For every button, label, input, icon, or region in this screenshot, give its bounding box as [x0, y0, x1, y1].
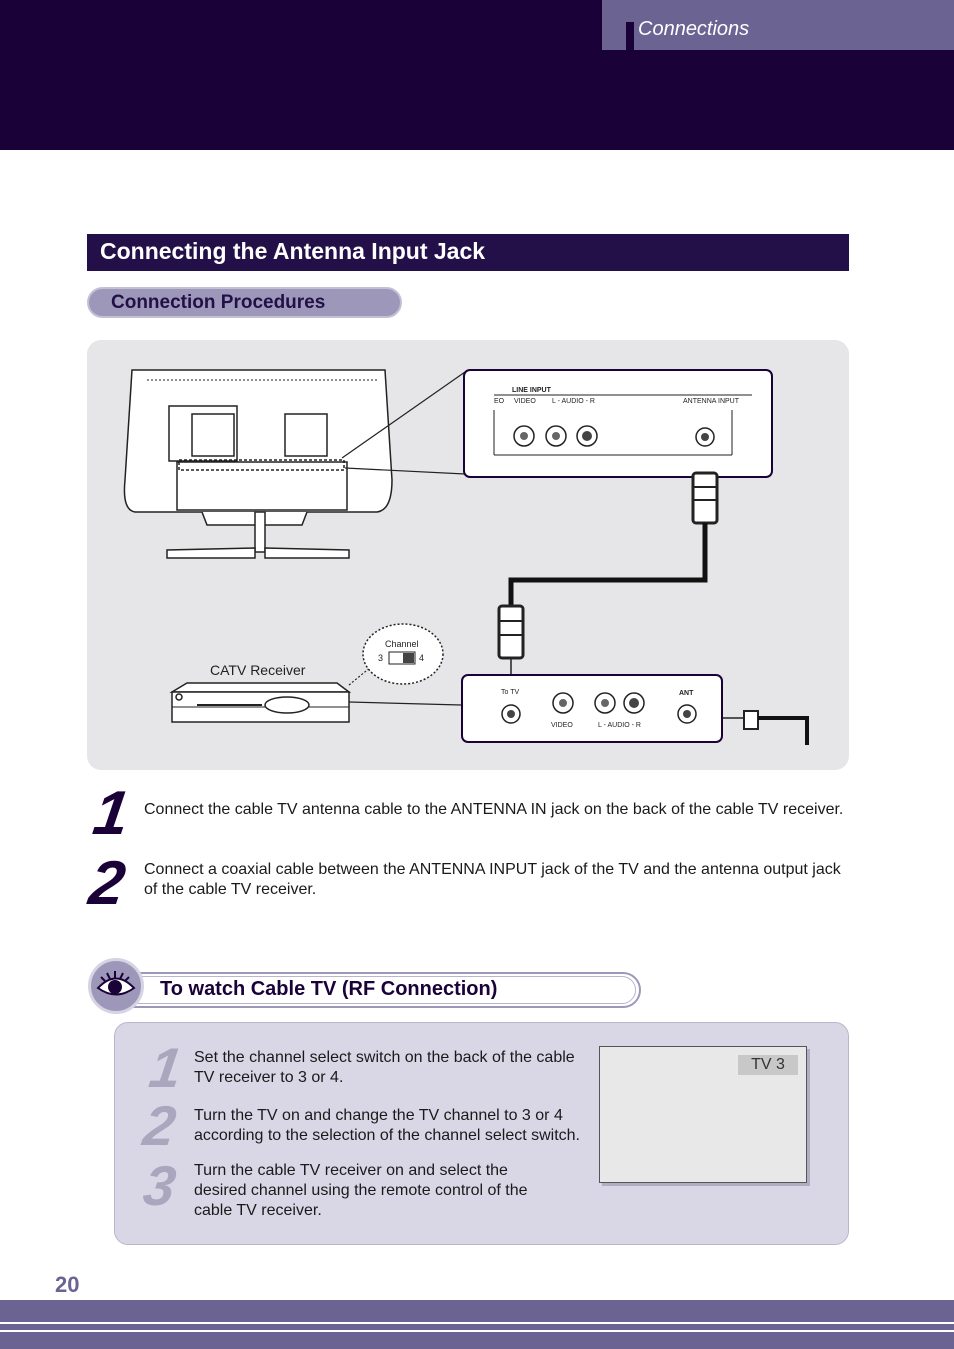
- tip-title-pill: [118, 972, 641, 1008]
- footer-band: [0, 1300, 954, 1349]
- page-title: Connecting the Antenna Input Jack: [100, 238, 486, 264]
- zoom-line-top: [341, 371, 466, 459]
- tv-jack-panel: [463, 369, 773, 478]
- step-2-text-line1: Connect a coaxial cable between the ANTE…: [144, 861, 841, 878]
- receiver-zoom-line: [348, 701, 462, 706]
- tv-video-partial-label: EO: [494, 398, 505, 405]
- section-label: Connections: [638, 18, 750, 40]
- tv-screen-illustration: TV 3: [599, 1046, 807, 1183]
- ant-label: ANT: [679, 690, 694, 697]
- tv-channel-badge: TV 3: [738, 1055, 798, 1075]
- subheading-pill: Connection Procedures: [87, 287, 402, 318]
- connection-diagram: LINE INPUT EO VIDEO L - AUDIO - R ANTENN…: [87, 340, 849, 770]
- tip-step-3-line3: cable TV receiver.: [194, 1202, 322, 1219]
- tip-step-1-line2: TV receiver to 3 or 4.: [194, 1069, 344, 1086]
- receiver-video-label: VIDEO: [551, 722, 573, 729]
- tip-step-1-line1: Set the channel select switch on the bac…: [194, 1049, 575, 1066]
- eye-icon: [96, 971, 136, 996]
- to-tv-label: To TV: [501, 689, 519, 696]
- step-1-text: Connect the cable TV antenna cable to th…: [144, 801, 844, 818]
- channel-switch-left: 3: [378, 653, 383, 663]
- eye-badge: [88, 958, 144, 1014]
- receiver-audio-label: L - AUDIO - R: [598, 722, 641, 729]
- channel-switch-callout: [362, 623, 444, 685]
- subheading: Connection Procedures: [111, 292, 326, 313]
- receiver-jack-panel: [461, 674, 809, 745]
- tv-video-label: VIDEO: [514, 398, 536, 405]
- footer-line-top: [0, 1322, 954, 1324]
- line-input-label: LINE INPUT: [512, 387, 552, 394]
- section-tab: Connections: [602, 0, 954, 50]
- tip-step-3-line2: desired channel using the remote control…: [194, 1182, 528, 1199]
- step-2-number: 2: [85, 849, 130, 918]
- channel-switch-right: 4: [419, 653, 424, 663]
- tip-step-2-line2: according to the selection of the channe…: [194, 1127, 580, 1144]
- diagram-svg: LINE INPUT EO VIDEO L - AUDIO - R ANTENN…: [123, 369, 809, 745]
- main-title-bar: Connecting the Antenna Input Jack: [87, 234, 849, 271]
- section-tab-marker: [626, 22, 634, 50]
- step-2-text-line2: of the cable TV receiver.: [144, 881, 317, 898]
- channel-switch-label: Channel: [385, 639, 419, 649]
- tv-back-illustration: [123, 369, 393, 559]
- tip-step-2-line1: Turn the TV on and change the TV channel…: [194, 1107, 563, 1124]
- coax-cable: [497, 471, 719, 700]
- page-number: 20: [55, 1272, 80, 1297]
- zoom-line-bottom: [344, 467, 466, 475]
- tip-title: To watch Cable TV (RF Connection): [160, 978, 498, 1000]
- catv-receiver-illustration: [169, 682, 352, 723]
- tv-audio-label: L - AUDIO - R: [552, 398, 595, 405]
- tip-header: To watch Cable TV (RF Connection): [88, 958, 643, 1014]
- antenna-input-label: ANTENNA INPUT: [683, 398, 740, 405]
- footer-line-bottom: [0, 1330, 954, 1332]
- tip-step-3-line1: Turn the cable TV receiver on and select…: [194, 1162, 508, 1179]
- receiver-label: CATV Receiver: [210, 662, 306, 678]
- step-1-number: 1: [89, 779, 134, 848]
